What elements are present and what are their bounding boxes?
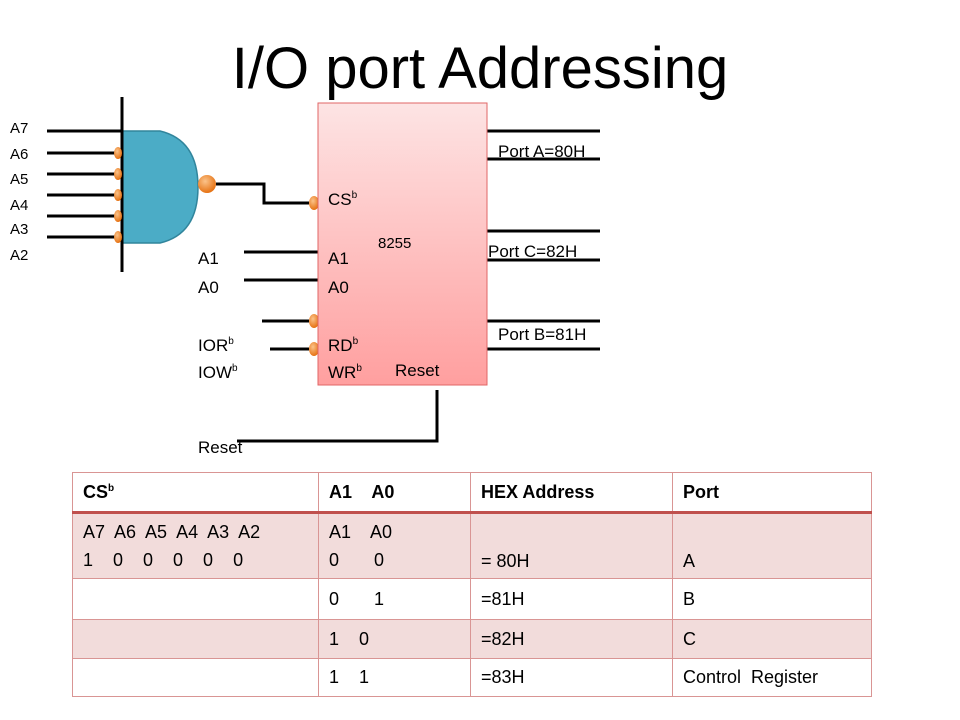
cs-cell [72, 578, 319, 620]
input-label-a3: A3 [10, 221, 29, 238]
a1a0-cell: 1 1 [318, 658, 471, 697]
chip-reset-label: Reset [395, 361, 440, 380]
port-c-label: Port C=82H [488, 242, 578, 261]
input-label-a7: A7 [10, 120, 29, 137]
header-port: Port [672, 472, 872, 514]
table-header-row: CSb A1 A0 HEX Address Port [72, 472, 872, 514]
table-row: 0 1 =81H B [72, 578, 872, 620]
a1a0-cell: 0 1 [318, 578, 471, 620]
chip-cs-label: CSb [328, 190, 358, 209]
chip-name: 8255 [378, 235, 412, 252]
a-bits-header: A1 A0 [329, 522, 393, 542]
table-row: 1 1 =83H Control Register [72, 658, 872, 697]
a1a0-cell: A1 A0 0 0 [318, 512, 471, 579]
inversion-bubbles [114, 147, 319, 356]
chip-rd-label: RDb [328, 336, 359, 355]
chip-wr-label: WRb [328, 363, 362, 382]
header-hex: HEX Address [470, 472, 673, 514]
and-gate [121, 130, 199, 244]
cs-bits-values: 1 0 0 0 0 0 [83, 550, 244, 570]
input-label-a5: A5 [10, 171, 29, 188]
chip-a0-label: A0 [328, 278, 349, 297]
input-label-a4: A4 [10, 197, 29, 214]
a-bits-values: 0 0 [329, 550, 385, 570]
header-cs: CSb [72, 472, 319, 514]
chip-a1-label: A1 [328, 249, 349, 268]
signal-iow-label: IOWb [198, 363, 238, 382]
signal-reset-label: Reset [198, 438, 243, 457]
table-row: A7 A6 A5 A4 A3 A2 1 0 0 0 0 0 A1 A0 0 0 = … [72, 512, 872, 579]
cs-bits-header: A7 A6 A5 A4 A3 A2 [83, 522, 261, 542]
port-cell: A [672, 512, 872, 579]
address-table: CSb A1 A0 HEX Address Port A7 A6 A5 A4 A… [72, 472, 872, 697]
hex-cell: =83H [470, 658, 673, 697]
signal-ior-label: IORb [198, 336, 234, 355]
hex-cell: =82H [470, 619, 673, 659]
port-cell: C [672, 619, 872, 659]
header-a1a0: A1 A0 [318, 472, 471, 514]
port-cell: Control Register [672, 658, 872, 697]
input-label-a2: A2 [10, 247, 29, 264]
port-a-label: Port A=80H [498, 142, 586, 161]
a1a0-cell: 1 0 [318, 619, 471, 659]
hex-cell: =81H [470, 578, 673, 620]
port-b-label: Port B=81H [498, 325, 587, 344]
cs-cell [72, 619, 319, 659]
signal-a0-label: A0 [198, 278, 219, 297]
table-row: 1 0 =82H C [72, 619, 872, 659]
chip-8255 [317, 102, 488, 386]
cs-cell [72, 658, 319, 697]
slide-title: I/O port Addressing [231, 36, 729, 101]
signal-a1-label: A1 [198, 249, 219, 268]
input-label-a6: A6 [10, 146, 29, 163]
port-cell: B [672, 578, 872, 620]
hex-cell: = 80H [470, 512, 673, 579]
cs-cell: A7 A6 A5 A4 A3 A2 1 0 0 0 0 0 [72, 512, 319, 579]
